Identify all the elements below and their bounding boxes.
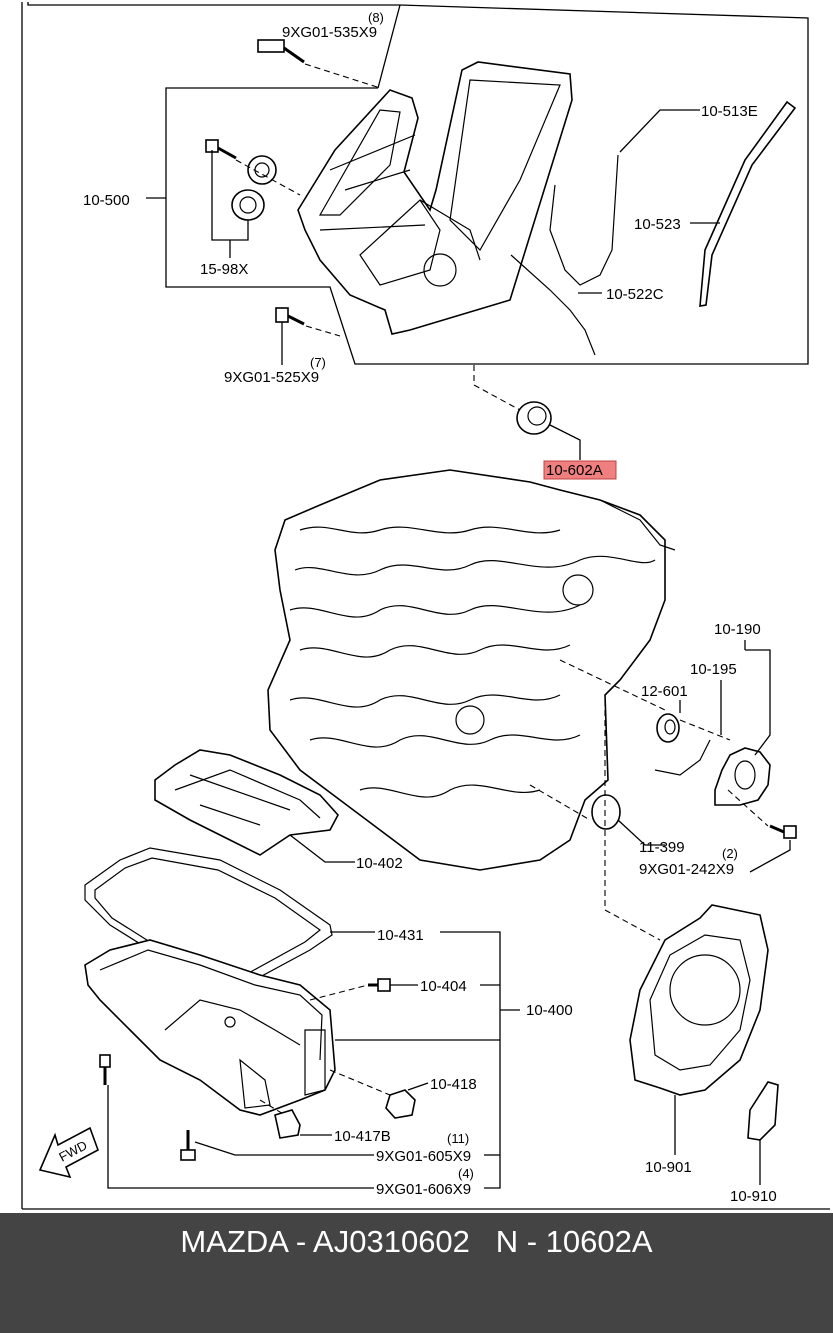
label-15-98x: 15-98X [200, 261, 248, 278]
baffle-plate-icon [154, 749, 339, 856]
qty-4: (4) [458, 1166, 474, 1181]
label-10-195: 10-195 [690, 661, 737, 678]
gasket-icon [654, 739, 711, 776]
label-9xg01-525x9: 9XG01-525X9 [224, 369, 319, 386]
oil-pan-icon [84, 939, 336, 1116]
engine-block-icon [267, 469, 676, 871]
qty-11: (11) [447, 1131, 469, 1146]
plug-icon [591, 794, 621, 830]
part-number-caption: MAZDA - AJ0310602 N - 10602A [180, 1224, 653, 1259]
label-10-404: 10-404 [420, 978, 467, 995]
highlight-box [543, 460, 617, 480]
front-oil-seal-icon [516, 401, 552, 435]
bolt-icon [180, 1130, 196, 1161]
label-10-523: 10-523 [634, 216, 681, 233]
qty-2: (2) [722, 846, 738, 861]
label-10-402: 10-402 [356, 855, 403, 872]
label-11-399: 11-399 [639, 839, 685, 856]
bolt-icon [368, 978, 391, 992]
label-9xg01-242x9: 9XG01-242X9 [639, 861, 734, 878]
qty-8: (8) [368, 10, 384, 25]
qty-7: (7) [310, 355, 326, 370]
gasket-icon [510, 154, 619, 356]
guide-rail-icon [699, 100, 797, 307]
timing-cover-group-box [27, 2, 809, 365]
label-9xg01-606x9: 9XG01-606X9 [376, 1181, 471, 1198]
drain-plug-icon [385, 1089, 416, 1119]
label-12-601: 12-601 [641, 683, 688, 700]
label-10-400: 10-400 [526, 1002, 573, 1019]
label-9xg01-535x9: 9XG01-535X9 [282, 24, 377, 41]
end-plate-icon [629, 904, 769, 1096]
label-10-910: 10-910 [730, 1188, 777, 1205]
stud-bolt-icon [99, 1054, 111, 1085]
label-10-417b: 10-417B [334, 1128, 391, 1145]
cover-plate-icon [747, 1081, 779, 1141]
parts-diagram: 9XG01-535X9 (8) 10-500 15-98X (7) 9XG01-… [21, 2, 830, 1210]
timing-cover-icon [297, 61, 573, 335]
rear-oil-seal-icon [656, 713, 680, 743]
oil-pan-gasket-icon [84, 847, 333, 991]
label-9xg01-605x9: 9XG01-605X9 [376, 1148, 471, 1165]
label-10-500: 10-500 [83, 192, 130, 209]
bolt-icon [205, 139, 237, 160]
label-10-190: 10-190 [714, 621, 761, 638]
gasket-icon [274, 1109, 301, 1139]
bolt-icon [257, 39, 305, 64]
label-10-602a[interactable]: 10-602A [546, 462, 603, 479]
label-10-513e: 10-513E [701, 103, 758, 120]
label-10-431: 10-431 [377, 927, 424, 944]
footer-bar [0, 1213, 833, 1333]
label-10-901: 10-901 [645, 1159, 692, 1176]
label-10-418: 10-418 [430, 1076, 477, 1093]
bolt-icon [275, 307, 305, 326]
bolt-icon [769, 824, 797, 839]
label-10-522c: 10-522C [606, 286, 664, 303]
oil-seal-icon [231, 155, 277, 221]
